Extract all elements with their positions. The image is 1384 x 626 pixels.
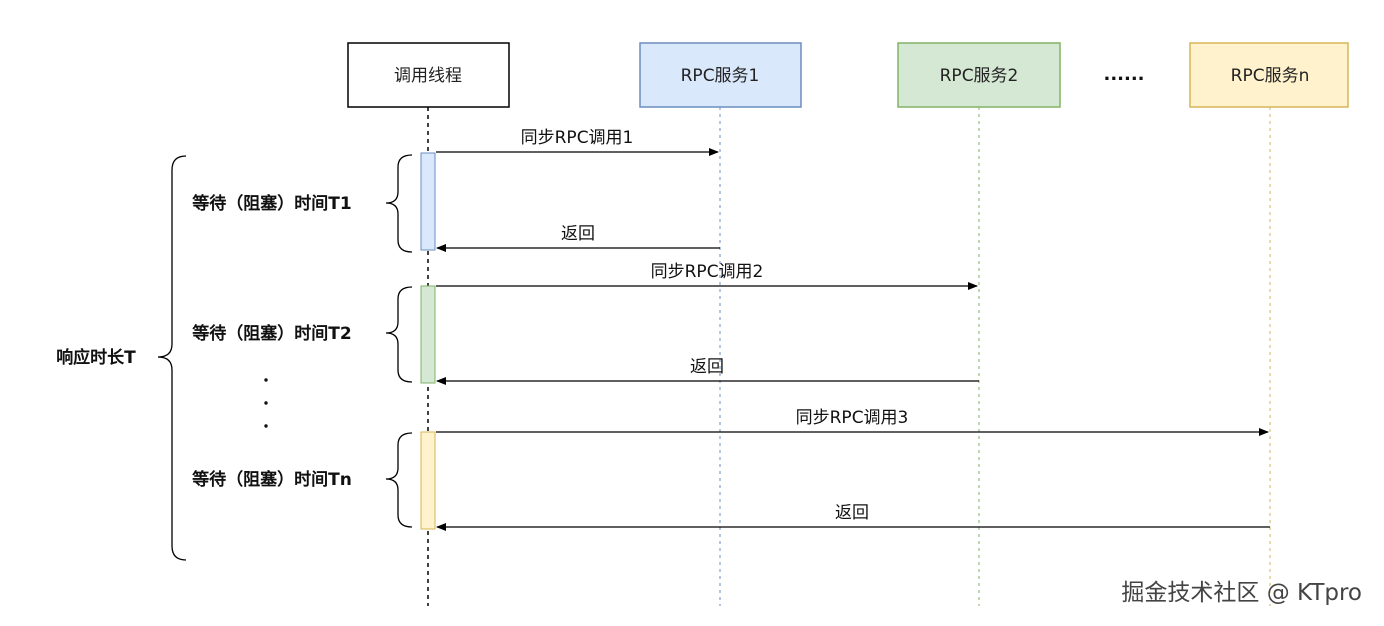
watermark: 掘金技术社区 @ KTpro xyxy=(1121,580,1362,606)
message-call-3: 同步RPC调用3 xyxy=(796,408,909,428)
message-call-1: 同步RPC调用1 xyxy=(521,128,634,148)
brace-wait-tn xyxy=(385,432,413,528)
message-call-2: 同步RPC调用2 xyxy=(651,262,764,282)
brace-wait-t1 xyxy=(385,154,413,253)
participant-rpc-service-n: RPC服务n xyxy=(1189,42,1349,108)
participant-label: RPC服务2 xyxy=(940,66,1019,86)
participant-label: RPC服务n xyxy=(1231,66,1310,86)
response-time-label: 响应时长T xyxy=(56,347,136,368)
participants-ellipsis: ...... xyxy=(1103,64,1144,85)
wait-label-tn: 等待（阻塞）时间Tn xyxy=(192,469,352,490)
activation-bar-2 xyxy=(420,285,436,384)
activation-bar-1 xyxy=(420,152,436,251)
wait-label-t2: 等待（阻塞）时间T2 xyxy=(192,323,351,344)
wait-label-t1: 等待（阻塞）时间T1 xyxy=(192,193,351,214)
activation-bar-n xyxy=(420,431,436,530)
message-return-3: 返回 xyxy=(835,503,869,523)
participant-label: 调用线程 xyxy=(394,66,462,86)
vertical-ellipsis xyxy=(264,378,268,428)
brace-response-time xyxy=(157,155,187,561)
participant-caller-thread: 调用线程 xyxy=(347,42,510,108)
message-return-1: 返回 xyxy=(561,224,595,244)
participant-label: RPC服务1 xyxy=(681,66,760,86)
brace-wait-t2 xyxy=(385,286,413,383)
participant-rpc-service-2: RPC服务2 xyxy=(897,42,1061,108)
message-return-2: 返回 xyxy=(690,357,724,377)
participant-rpc-service-1: RPC服务1 xyxy=(639,42,802,108)
